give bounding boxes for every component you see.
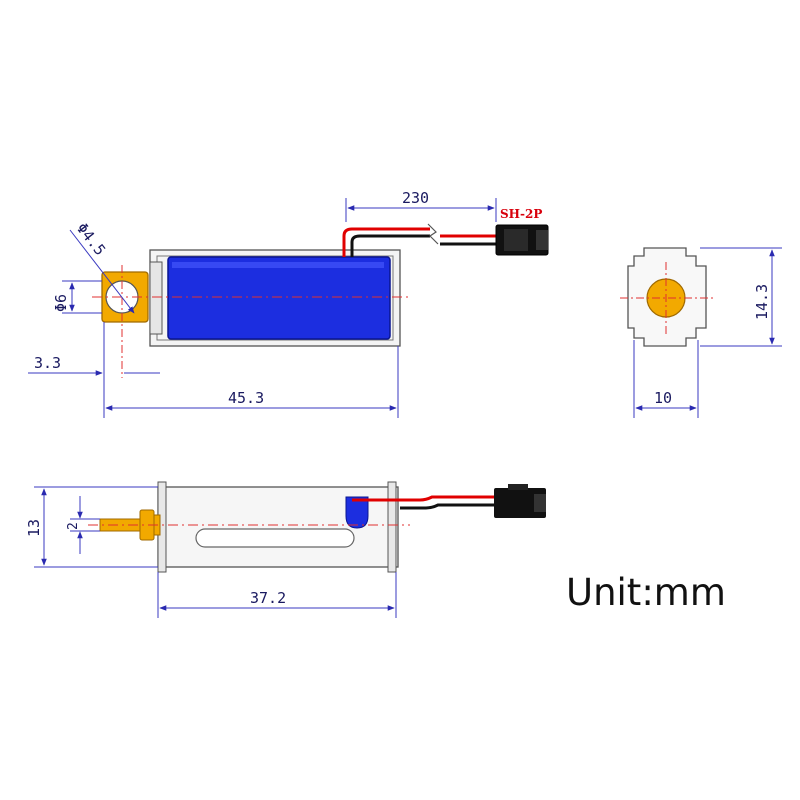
dim-overall-length: 45.3 [228,389,264,407]
coil-highlight [172,262,384,268]
dim-side-length: 37.2 [250,589,286,607]
connector-label: SH-2P [500,207,542,221]
coil-body [167,256,391,340]
wire-black [350,234,430,257]
dim-body-height: 14.3 [753,284,771,320]
side-wire-red [352,495,494,502]
top-view: 230 SH-2P Φ4.5 Φ6 3.3 45.3 [28,189,549,418]
dim-wire-length: 230 [402,189,429,207]
side-slot [195,528,355,548]
dim-plunger-dia: 2 [66,522,81,530]
dim-body-width: 10 [654,389,672,407]
dim-side-height: 13 [25,519,43,537]
side-wire-black [400,503,494,510]
unit-label: Unit:mm [566,571,726,614]
connector-latch [504,229,528,251]
dim-hole-dia: Φ4.5 [73,219,109,259]
wire-break [427,223,439,245]
dim-hole-leader [69,229,135,314]
side-coil-edge [345,496,369,529]
end-view: 14.3 10 [620,247,782,418]
dim-pin-dia: Φ6 [52,294,70,312]
wire-red [342,227,430,257]
connector-tip [536,230,548,250]
side-connector [494,488,546,518]
dim-pin-offset: 3.3 [34,354,61,372]
side-view: 13 2 37.2 [25,481,546,618]
coil-end-cap [149,261,163,335]
